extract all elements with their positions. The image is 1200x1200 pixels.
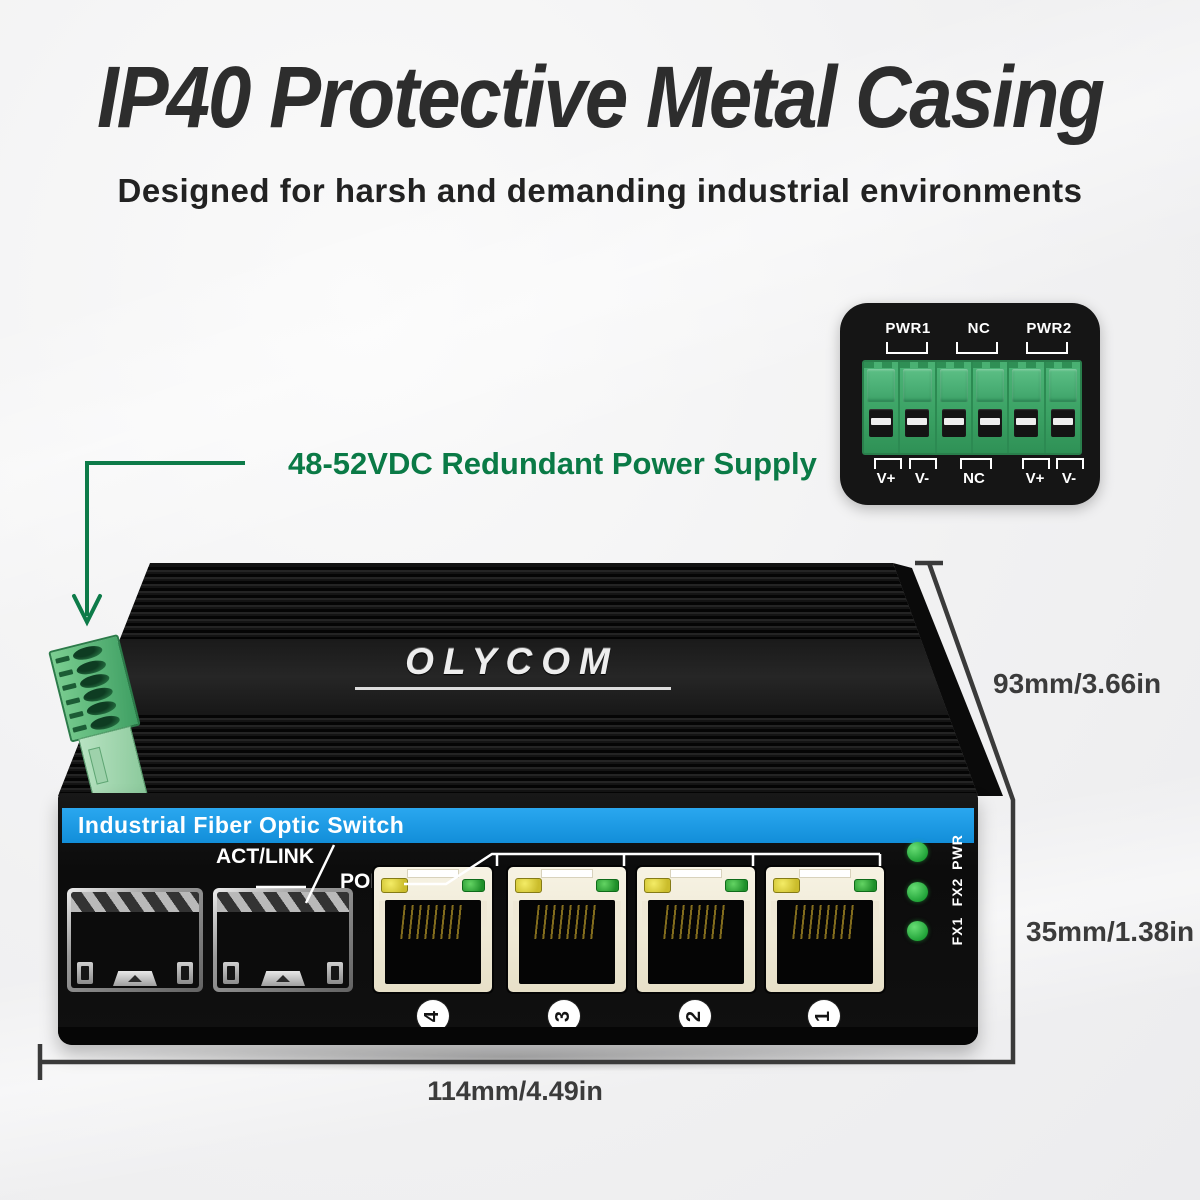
device-front-panel: Industrial Fiber Optic Switch ACT/LINK P… <box>58 793 978 1045</box>
terminal-cell <box>1046 362 1080 453</box>
bracket-line <box>874 458 902 469</box>
terminal-cell <box>973 362 1010 453</box>
screw-terminal <box>978 409 1003 437</box>
act-link-led <box>644 878 671 893</box>
inset-label-nc-bottom: NC <box>963 470 985 487</box>
poe-led <box>596 879 619 892</box>
bracket-line <box>909 458 937 469</box>
poe-led <box>854 879 877 892</box>
panel-bottom-edge <box>58 1027 978 1045</box>
terminal-cell <box>900 362 937 453</box>
heatsink-ridges <box>58 567 978 639</box>
down-arrow-icon <box>72 594 102 627</box>
front-panel-stripe: Industrial Fiber Optic Switch <box>62 808 974 843</box>
inset-label-vplus-2: V+ <box>1025 470 1045 487</box>
terminal-cell <box>1009 362 1046 453</box>
brand-logo: OLYCOM <box>405 641 619 682</box>
sfp-cage-hatch <box>217 892 349 912</box>
device-shadow <box>70 1042 950 1072</box>
inset-label-nc-top: NC <box>967 320 991 337</box>
rj45-port-2 <box>637 867 755 992</box>
terminal-cell <box>937 362 973 453</box>
fx1-led-label: FX1 <box>949 916 965 946</box>
poe-led <box>725 879 748 892</box>
sfp-latch <box>113 971 157 986</box>
terminal-block <box>862 360 1082 455</box>
rj45-port-4 <box>374 867 492 992</box>
dimension-depth: 93mm/3.66in <box>993 668 1162 699</box>
header: IP40 Protective Metal Casing <box>0 48 1200 147</box>
heatsink-ridges <box>58 715 978 793</box>
sfp-latch <box>261 971 305 986</box>
fx1-led <box>907 921 928 941</box>
power-supply-callout: 48-52VDC Redundant Power Supply <box>288 446 817 481</box>
rj45-opening <box>519 900 615 984</box>
bracket-line <box>886 342 928 354</box>
screw-terminal <box>1050 409 1075 437</box>
pwr-led <box>907 842 928 862</box>
power-terminal-inset: PWR1 NC PWR2 V+ V- NC V+ V- <box>840 303 1100 505</box>
sfp-cage-hatch <box>71 892 199 912</box>
page-title: IP40 Protective Metal Casing <box>96 47 1105 147</box>
rj45-opening <box>777 900 873 984</box>
screw-terminal <box>941 409 966 437</box>
bracket-line <box>1022 458 1050 469</box>
dimension-width: 114mm/4.49in <box>427 1076 603 1106</box>
sfp-port-fx1 <box>213 888 353 992</box>
brand-underline <box>355 687 671 690</box>
inset-label-pwr2: PWR2 <box>1026 320 1072 337</box>
bracket-line <box>960 458 992 469</box>
screw-terminal <box>1014 409 1039 437</box>
terminal-cell <box>864 362 901 453</box>
pwr-led-label: PWR <box>949 834 965 870</box>
page-subtitle: Designed for harsh and demanding industr… <box>117 172 1083 209</box>
fx2-led-label: FX2 <box>949 877 965 907</box>
act-link-caption: ACT/LINK <box>216 845 314 868</box>
screw-terminal <box>869 409 894 437</box>
inset-label-vminus-2: V- <box>1061 470 1077 487</box>
dimension-height: 35mm/1.38in <box>1026 916 1195 947</box>
inset-label-vplus-1: V+ <box>876 470 896 487</box>
sfp-port-fx2 <box>67 888 203 992</box>
bracket-line <box>956 342 998 354</box>
rj45-opening <box>385 900 481 984</box>
inset-label-vminus-1: V- <box>914 470 930 487</box>
poe-led <box>462 879 485 892</box>
rj45-port-3 <box>508 867 626 992</box>
bracket-line <box>1026 342 1068 354</box>
inset-label-pwr1: PWR1 <box>885 320 931 337</box>
screw-terminal <box>905 409 930 437</box>
act-link-led <box>381 878 408 893</box>
act-link-led <box>515 878 542 893</box>
device-top-face: OLYCOM <box>58 563 978 796</box>
front-panel-title: Industrial Fiber Optic Switch <box>78 812 405 838</box>
fx2-led <box>907 882 928 902</box>
rj45-port-1 <box>766 867 884 992</box>
rj45-opening <box>648 900 744 984</box>
act-link-led <box>773 878 800 893</box>
bracket-line <box>1056 458 1084 469</box>
